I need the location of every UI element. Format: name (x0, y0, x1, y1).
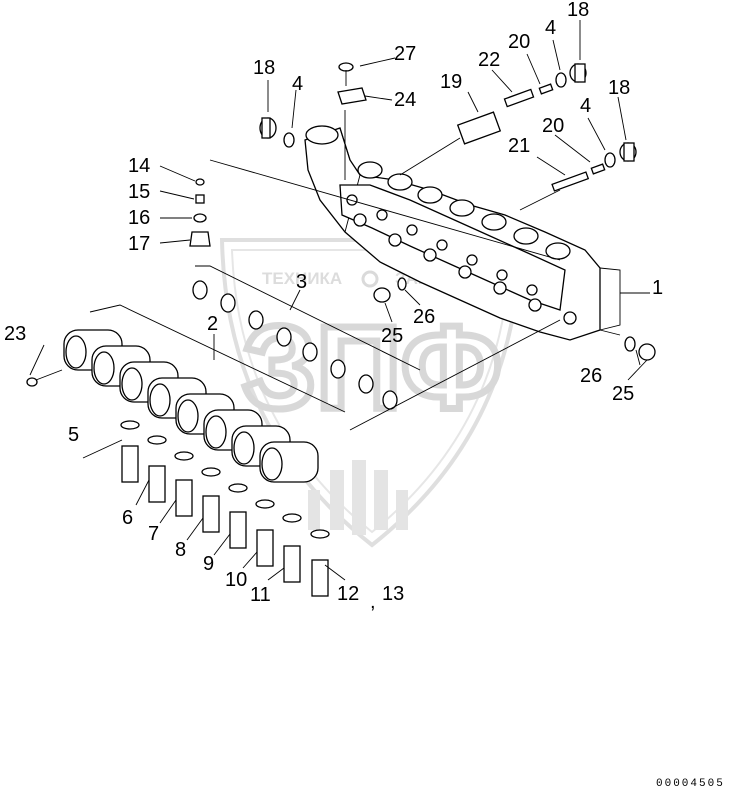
callout-label: 26 (580, 365, 602, 387)
o-ring-26-right (624, 336, 636, 352)
callout-label: 1 (652, 277, 663, 299)
callout-label: 15 (128, 181, 150, 203)
callout-label: 11 (250, 584, 271, 606)
callout-label: 22 (478, 49, 500, 71)
callout-label: 14 (128, 155, 150, 177)
callout-label: 9 (203, 553, 214, 575)
solenoids-2 (63, 329, 319, 483)
callout-label: 8 (175, 539, 186, 561)
drawing-id: 00004505 (656, 778, 725, 789)
callout-label: 16 (128, 207, 150, 229)
callout-label: 7 (148, 523, 159, 545)
callout-label: 18 (253, 57, 275, 79)
callout-label: 10 (225, 569, 247, 591)
valve-body (304, 125, 621, 341)
o-ring-4-top (555, 72, 567, 88)
screw-27 (338, 62, 354, 86)
valve-body-bosses (305, 125, 571, 260)
spool-21 (551, 171, 590, 192)
callout-label: 18 (567, 0, 589, 21)
plate-24 (337, 87, 367, 105)
plug-18-left (259, 117, 277, 139)
spring-20-right (590, 163, 606, 175)
callout-label: 19 (440, 71, 462, 93)
plug-18-right (619, 142, 637, 162)
callout-label: 18 (608, 77, 630, 99)
callout-separator: , (370, 591, 376, 613)
watermark-wheat-icon (308, 460, 408, 535)
callout-label: 2 (207, 313, 218, 335)
callout-label: 26 (413, 306, 435, 328)
callout-label: 21 (508, 135, 530, 157)
spring-20-top (538, 83, 554, 95)
callout-label: 6 (122, 507, 133, 529)
spool-19 (456, 111, 502, 145)
callout-labels: 1 2 3 4 4 4 5 6 7 8 9 10 11 12 13 14 15 … (4, 0, 663, 613)
spool-22 (503, 88, 535, 108)
plug-18-top (569, 63, 587, 83)
callout-label: 25 (612, 383, 634, 405)
callout-label: 3 (296, 271, 307, 293)
valve-body-ports (353, 213, 577, 325)
screw-23 (26, 369, 63, 387)
plug-25-center (373, 287, 391, 303)
flange-bolt-holes (346, 194, 538, 296)
callout-label: 13 (382, 583, 404, 605)
callout-label: 4 (292, 73, 303, 95)
o-ring-4-right (604, 152, 616, 168)
callout-label: 23 (4, 323, 26, 345)
plug-stack-left (189, 178, 211, 247)
callout-label: 20 (508, 31, 530, 53)
o-ring-4-left (283, 132, 295, 148)
plug-25-right (638, 343, 656, 361)
callout-label: 27 (394, 43, 416, 65)
callout-label: 17 (128, 233, 150, 255)
callout-label: 4 (545, 17, 556, 39)
callout-label: 4 (580, 95, 591, 117)
o-ring-26-center (397, 277, 407, 291)
callout-label: 25 (381, 325, 403, 347)
leader-lines (29, 20, 650, 581)
callout-label: 5 (68, 424, 79, 446)
callout-label: 20 (542, 115, 564, 137)
watermark-left-word: ТЕХНИКА (262, 269, 342, 288)
gear-icon (361, 270, 379, 288)
callout-label: 24 (394, 89, 416, 111)
watermark-shield (219, 238, 523, 548)
callout-label: 12 (337, 583, 359, 605)
watermark-emblem-letters: ЗПФ (242, 302, 501, 434)
o-rings-3 (192, 280, 398, 410)
connectors (120, 420, 330, 597)
